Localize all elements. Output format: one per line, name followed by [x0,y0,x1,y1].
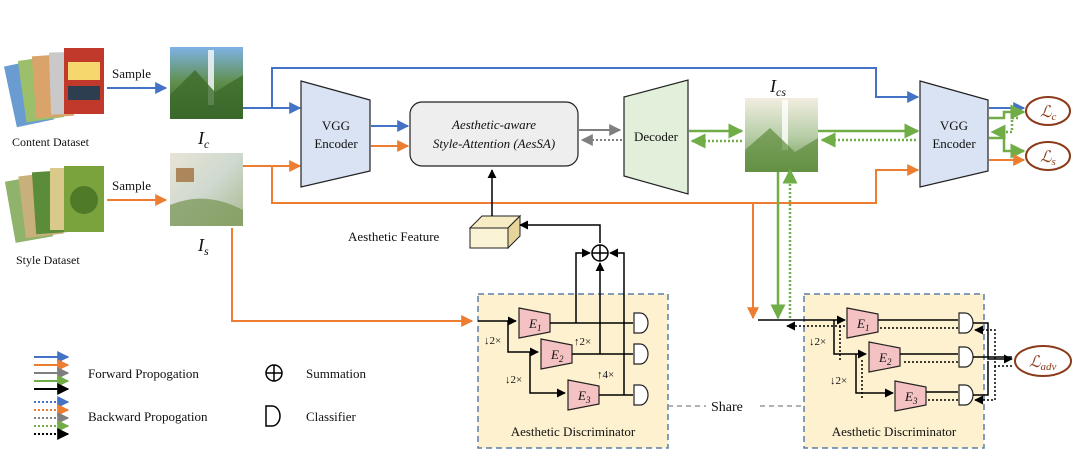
share-label: Share [711,400,743,415]
decoder-label: Decoder [634,129,679,144]
legend-forward: Forward Propogation [88,366,199,381]
aessa-module: Aesthetic-aware Style-Attention (AesSA) [409,101,579,167]
vgg-encoder-2-line1: VGG [940,118,968,133]
style-dataset-label: Style Dataset [16,253,80,267]
sum-to-feature-arrow [519,220,601,243]
vgg-encoder-2: VGG Encoder [919,80,989,188]
lc-backward [990,116,1018,140]
svg-text:ℒs: ℒs [1040,149,1056,168]
sample-label-content: Sample [112,66,151,81]
aesthetic-discriminator-2: Aesthetic Discriminator ↓2× ↓2× E1 E2 E3 [758,293,1013,449]
d1-e2: E2 [550,347,564,364]
d2-e3: E3 [904,389,918,406]
stylized-image-label: Ics [769,76,786,99]
style-image [170,153,243,226]
aesthetic-feature-cube [468,214,522,250]
style-loss: ℒs [1025,141,1071,171]
content-dataset-label: Content Dataset [12,135,90,149]
content-loss: ℒc [1025,96,1071,126]
discriminator-2-title: Aesthetic Discriminator [832,424,957,439]
d2-down-scale-1: ↓2× [809,336,826,348]
aessa-line2: Style-Attention (AesSA) [433,136,555,151]
d1-up-scale-2: ↑2× [574,336,591,348]
aesthetic-feature-label: Aesthetic Feature [348,229,440,244]
d1-up-scale-4: ↑4× [597,369,614,381]
d1-down-scale-1: ↓2× [484,335,501,347]
aessa-line1: Aesthetic-aware [451,117,536,132]
vgg-encoder-1-line2: Encoder [314,136,358,151]
vgg-encoder-1: VGG Encoder [300,80,371,188]
sample-label-style: Sample [112,178,151,193]
summation-node [591,244,609,262]
legend: Forward Propogation Backward Propogation… [34,351,366,440]
legend-summation: Summation [306,366,366,381]
legend-classifier: Classifier [306,409,356,424]
content-image-label: Ic [197,128,210,151]
content-dataset-stack [3,48,104,128]
encoder2-to-lc-green [989,104,1026,120]
d2-e1: E1 [856,316,869,333]
style-image-label: Is [197,235,209,258]
classifier-icon [265,405,281,427]
discriminator-1-title: Aesthetic Discriminator [511,424,636,439]
vgg-encoder-1-line1: VGG [322,118,350,133]
d2-e2: E2 [878,350,892,367]
style-to-discriminator-arrow [231,228,474,327]
d1-down-scale-2: ↓2× [505,374,522,386]
aesthetic-discriminator-1: Aesthetic Discriminator ↓2× ↓2× E1 E2 E3… [477,293,669,449]
decoder-module: Decoder [623,79,689,195]
svg-text:ℒadv: ℒadv [1029,354,1057,373]
stylized-image [745,98,818,172]
svg-text:ℒc: ℒc [1040,104,1057,123]
encoder2-to-ls-green [989,136,1026,159]
d1-e1: E1 [528,316,541,333]
adversarial-loss: ℒadv [1014,345,1072,377]
summation-icon [265,364,283,382]
legend-backward: Backward Propogation [88,409,208,424]
vgg-encoder-2-line2: Encoder [932,136,976,151]
content-image [170,47,243,119]
d1-e3: E3 [577,388,591,405]
style-dataset-stack [4,166,104,243]
d2-down-scale-2: ↓2× [830,375,847,387]
